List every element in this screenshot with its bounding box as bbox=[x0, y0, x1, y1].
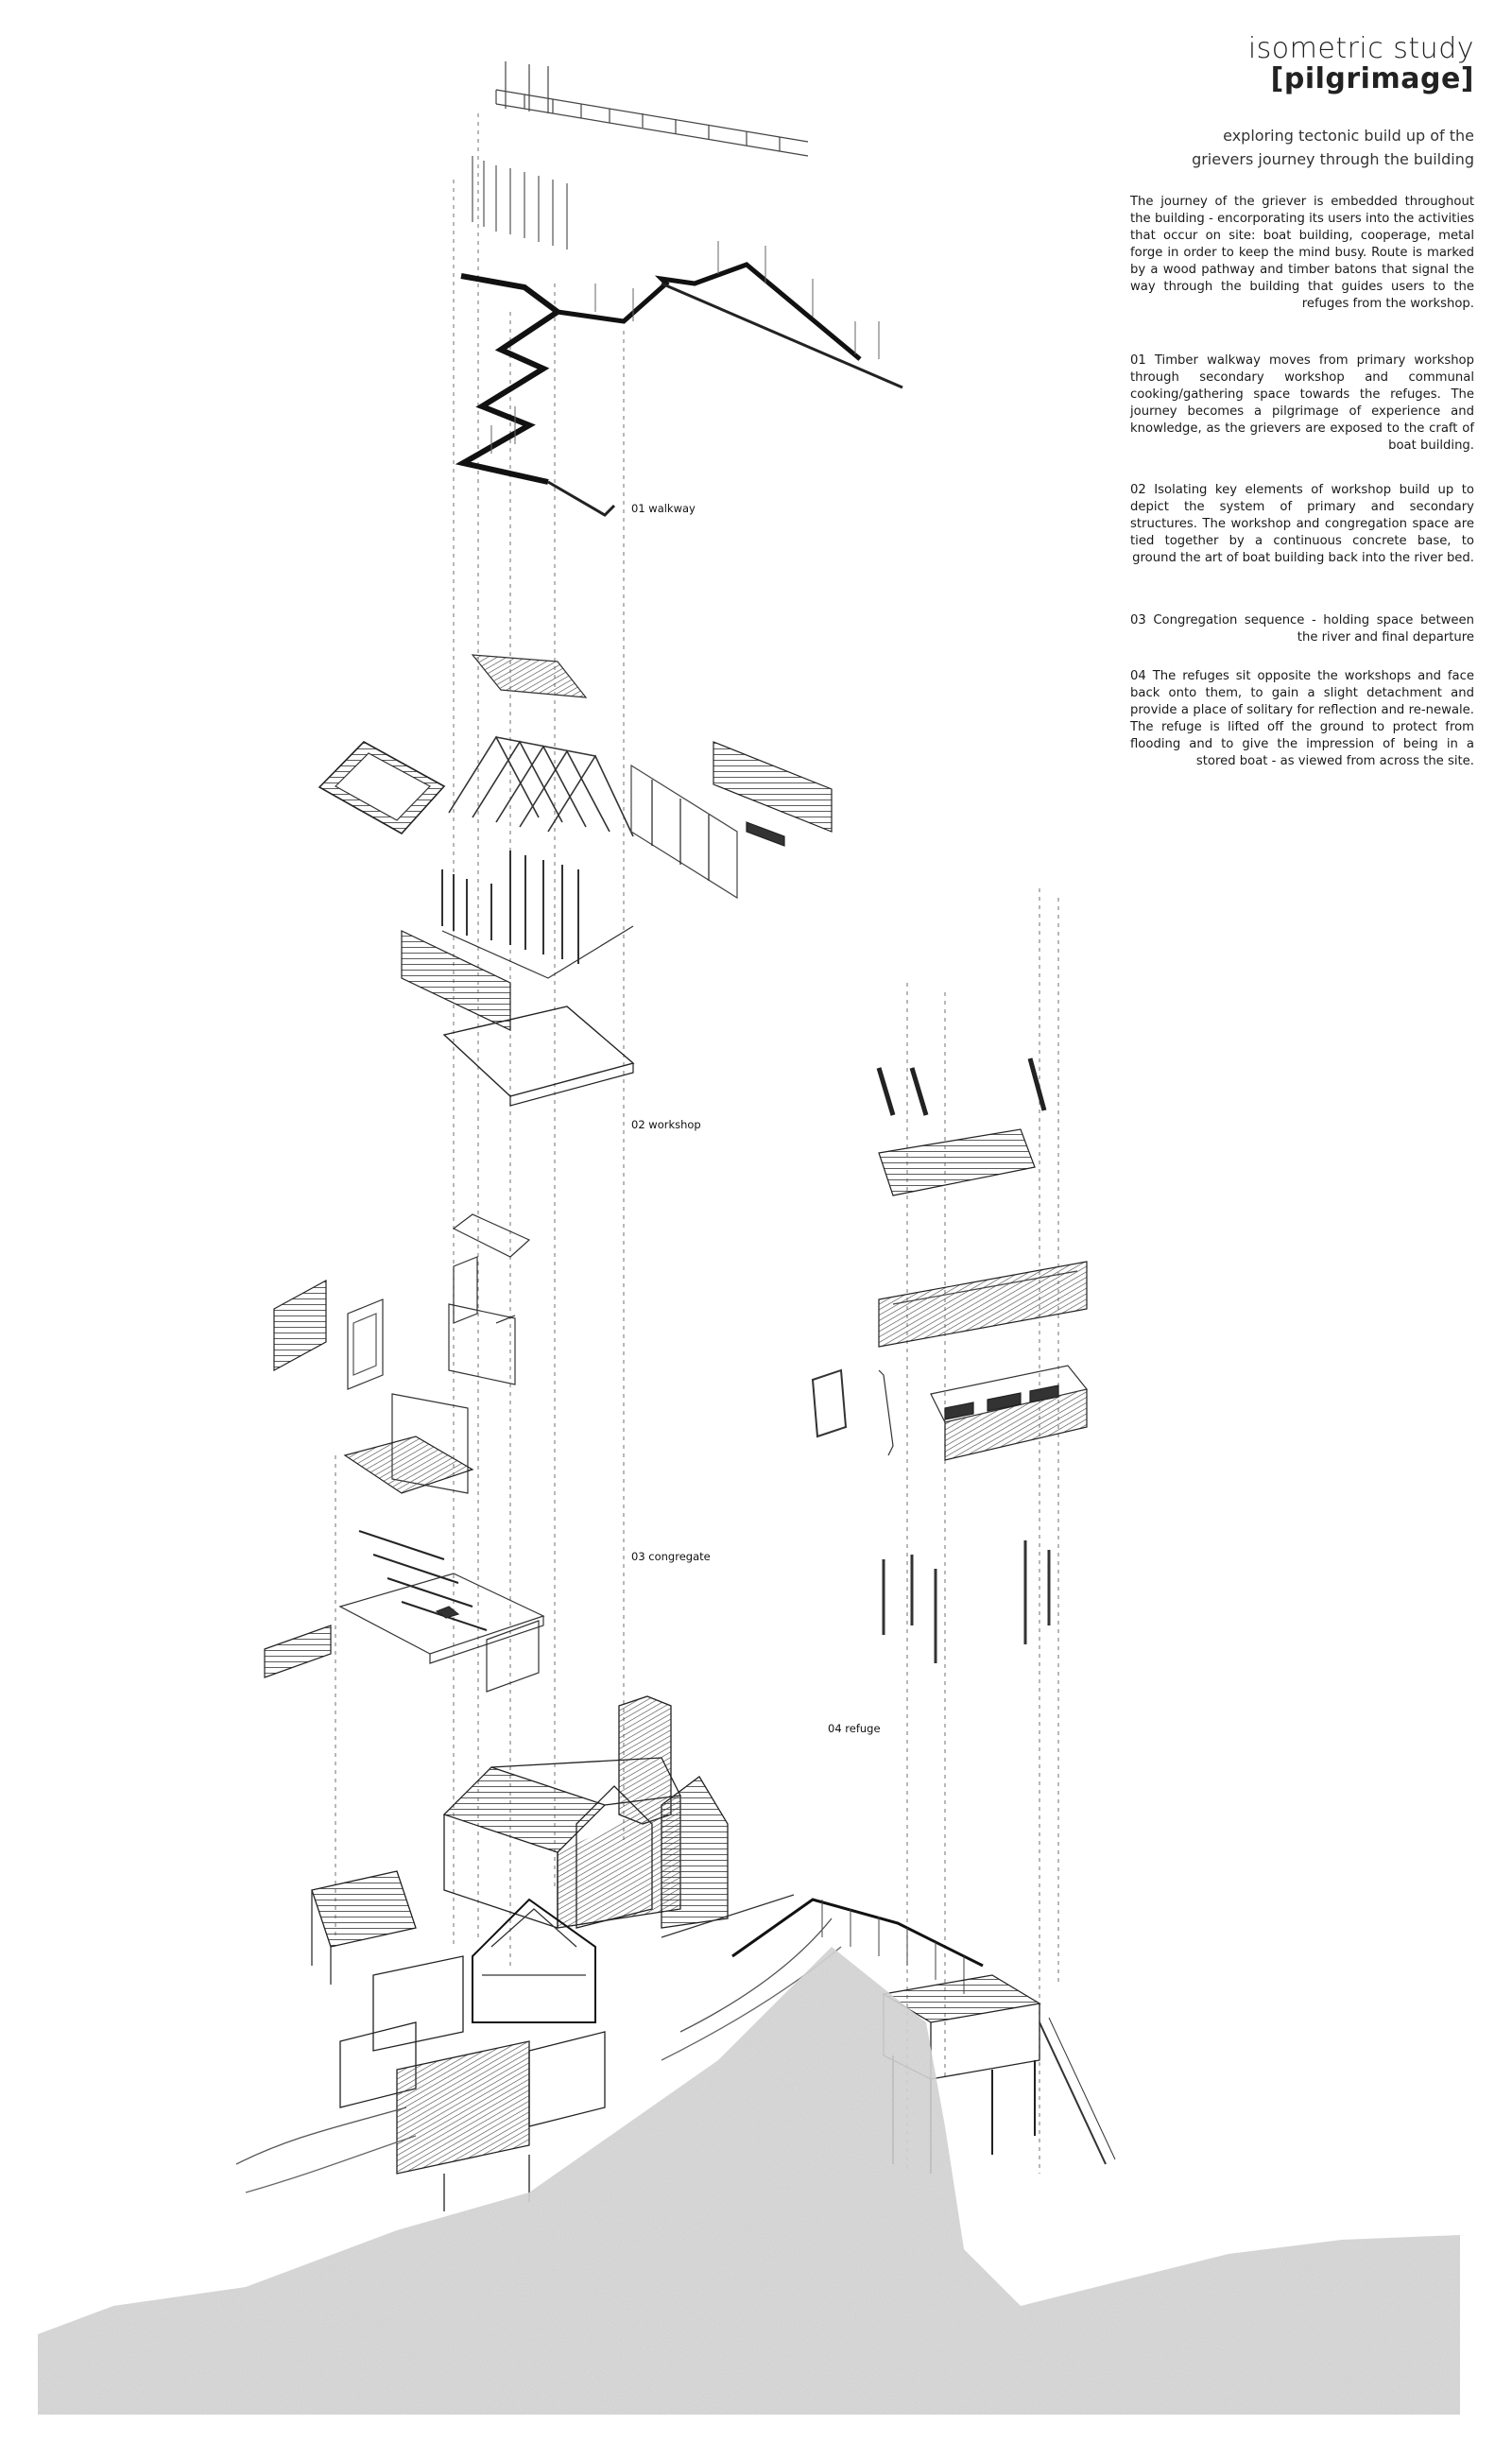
subtitle-block: exploring tectonic build up of the griev… bbox=[1077, 125, 1474, 172]
label-congregate: 03 congregate bbox=[631, 1550, 711, 1563]
label-workshop: 02 workshop bbox=[631, 1118, 701, 1131]
note-refuge: 04 The refuges sit opposite the workshop… bbox=[1130, 669, 1474, 768]
walkway-assembly bbox=[455, 61, 903, 517]
label-refuge: 04 refuge bbox=[828, 1722, 881, 1735]
refuge-assembly bbox=[811, 1058, 1089, 1663]
note-walkway: 01 Timber walkway moves from primary wor… bbox=[1130, 353, 1474, 453]
title-block: isometric study [pilgrimage] bbox=[1248, 34, 1474, 94]
subtitle-line-1: exploring tectonic build up of the bbox=[1223, 127, 1474, 145]
title-line-1: isometric study bbox=[1247, 32, 1474, 65]
note-workshop: 02 Isolating key elements of workshop bu… bbox=[1130, 483, 1474, 565]
label-walkway: 01 walkway bbox=[631, 502, 696, 515]
title-line-2: [pilgrimage] bbox=[1270, 61, 1474, 95]
assembled-building bbox=[235, 1695, 1116, 2211]
note-congregate: 03 Congregation sequence - holding space… bbox=[1130, 613, 1474, 645]
projection-lines bbox=[335, 113, 1059, 2174]
workshop-assembly bbox=[318, 654, 833, 1107]
subtitle-line-2: grievers journey through the building bbox=[1192, 149, 1474, 168]
congregate-assembly bbox=[264, 1213, 545, 1693]
intro-paragraph: The journey of the griever is embedded t… bbox=[1130, 195, 1474, 311]
